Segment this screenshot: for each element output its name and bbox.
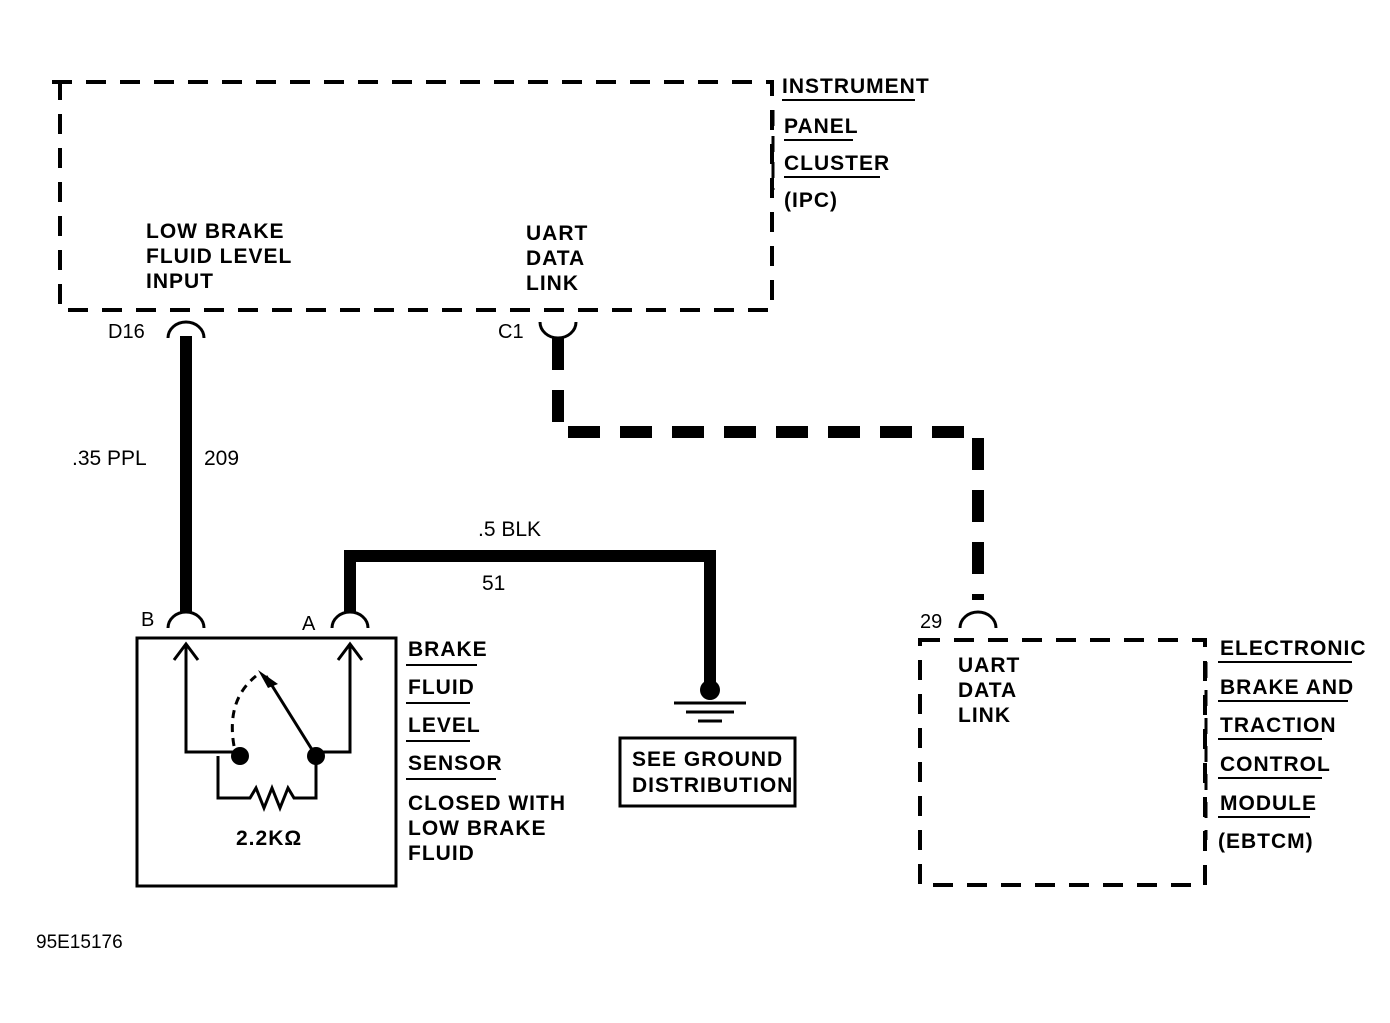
low-brake-input-line-3: INPUT: [146, 270, 214, 293]
wire-209-circuit: 209: [204, 447, 239, 470]
pin-a-label: A: [302, 613, 316, 635]
connector-c1: C1: [498, 321, 578, 343]
figure-id: 95E15176: [36, 932, 123, 953]
sensor-note-line-3: FLUID: [408, 842, 475, 865]
wire-51-circuit: 51: [482, 572, 505, 595]
ipc-title-line-1: INSTRUMENT: [782, 75, 930, 98]
wire-209: .35 PPL 209: [72, 336, 239, 612]
sensor-title-line-2: FLUID: [408, 676, 475, 699]
pin-b-label: B: [141, 609, 154, 631]
sensor-title-line-1: BRAKE: [408, 638, 488, 661]
resistor: 2.2KΩ: [216, 756, 318, 850]
ipc-title: INSTRUMENT PANEL CLUSTER (IPC): [771, 75, 930, 212]
wire-51: .5 BLK 51: [344, 518, 716, 682]
ebtcm-title: ELECTRONIC BRAKE AND TRACTION CONTROL MO…: [1204, 637, 1367, 853]
wire-209-gauge-color: .35 PPL: [72, 447, 147, 470]
sensor-title: BRAKE FLUID LEVEL SENSOR CLOSED WITH LOW…: [406, 638, 566, 865]
pin-d16-label: D16: [108, 321, 145, 343]
ipc-title-line-3: CLUSTER: [784, 152, 890, 175]
switch-contact-fixed: [231, 747, 249, 765]
pin-c1-label: C1: [498, 321, 524, 343]
ipc-uart-line-1: UART: [526, 222, 588, 245]
sensor-title-line-3: LEVEL: [408, 714, 481, 737]
ebtcm-title-line-1: ELECTRONIC: [1220, 637, 1367, 660]
ebtcm-uart-line-1: UART: [958, 654, 1020, 677]
connector-29: [958, 610, 998, 629]
low-brake-input-line-2: FLUID LEVEL: [146, 245, 292, 268]
connector-d16: D16: [108, 320, 206, 343]
ground-ref-line-2: DISTRIBUTION: [632, 774, 793, 797]
sensor-note-line-2: LOW BRAKE: [408, 817, 547, 840]
ipc-uart-line-2: DATA: [526, 247, 585, 270]
resistor-value: 2.2KΩ: [236, 827, 302, 850]
ipc-uart-line-3: LINK: [526, 272, 579, 295]
wire-51-gauge-color: .5 BLK: [478, 518, 541, 541]
brake-fluid-level-sensor: B A 2.2KΩ: [135, 609, 398, 888]
sensor-title-line-4: SENSOR: [408, 752, 503, 775]
ebtcm-title-line-5: MODULE: [1220, 792, 1317, 815]
ground-ref-line-1: SEE GROUND: [632, 748, 783, 771]
ground-symbol: [674, 680, 746, 723]
uart-data-wire: [552, 338, 984, 600]
sensor-note-line-1: CLOSED WITH: [408, 792, 566, 815]
ebtcm-title-line-2: BRAKE AND: [1220, 676, 1354, 699]
ipc-module: INSTRUMENT PANEL CLUSTER (IPC) LOW BRAKE…: [52, 75, 930, 312]
ipc-title-line-4: (IPC): [784, 189, 838, 212]
low-brake-input-line-1: LOW BRAKE: [146, 220, 285, 243]
ebtcm-module: 29 UART DATA LINK: [918, 610, 1207, 887]
ebtcm-uart-line-3: LINK: [958, 704, 1011, 727]
ebtcm-title-line-4: CONTROL: [1220, 753, 1331, 776]
ebtcm-title-line-6: (EBTCM): [1218, 830, 1314, 853]
ebtcm-title-line-3: TRACTION: [1220, 714, 1337, 737]
ebtcm-uart-line-2: DATA: [958, 679, 1017, 702]
ground-reference-box[interactable]: SEE GROUND DISTRIBUTION: [618, 736, 797, 808]
ipc-title-line-2: PANEL: [784, 115, 859, 138]
pin-29-label: 29: [920, 611, 942, 633]
